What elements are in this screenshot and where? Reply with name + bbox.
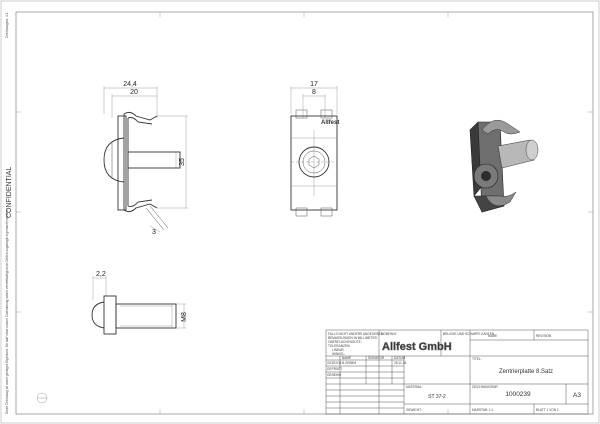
col-head-date: DATUM (394, 356, 405, 360)
role-approved: GENEHM. (327, 373, 342, 377)
bottom-view: 2,2 M8 (91, 271, 188, 335)
dim-width-outer: 24,4 (123, 81, 137, 88)
dim-width-inner: 20 (130, 89, 138, 96)
side-view: 24,4 20 35 3 (103, 81, 188, 236)
note-line-6: WINKEL: (332, 352, 345, 356)
col-head-name: NAME (342, 356, 351, 360)
drawing-no-label: ZEICHNUNGSNR. (472, 385, 499, 389)
role-checked: GEPRÜFT (327, 367, 342, 371)
revision-label: REVISION (536, 334, 552, 338)
brand-label: Allfest (321, 120, 339, 126)
dim-height: 35 (179, 158, 186, 166)
name-label: NAME (488, 334, 497, 338)
weight-label: GEWICHT: (406, 408, 422, 412)
note-line-2: BEMASSUNGEN IN MILLIMETER (328, 336, 378, 340)
title-label: TITEL: (472, 357, 482, 361)
top-left-note: Zeichnungsnr. 4.1 (5, 12, 9, 38)
title-block-notes: FALLS NICHT ANDERS ANGEGEBEN: BEMASSUNGE… (328, 332, 384, 356)
dim-front-width-inner: 8 (312, 89, 316, 96)
drawn-by: B.GRIMM (342, 361, 356, 365)
dim-angle: 3 (152, 229, 156, 236)
company-name: Allfest GmbH (382, 341, 452, 353)
title-block (325, 329, 589, 415)
dim-front-width-outer: 17 (310, 81, 318, 88)
scale-label: MASSTAB: 1:1 (472, 408, 493, 412)
finish-label: BRUCHE UND SCHARFE KANTEN (443, 332, 495, 336)
note-line-3: OBERFLÄCHENGÜTE: (328, 340, 362, 344)
dim-bottom-offset: 2,2 (96, 271, 106, 278)
role-drawn: GEZEICH. (327, 361, 342, 365)
col-head-signature: SIGNATUR (368, 356, 385, 360)
corner-logo-mark (36, 392, 48, 404)
front-view: 17 8 Allfest (290, 81, 339, 217)
drawing-title: Zentrierplatte 8.Satz (499, 369, 553, 375)
dim-thread: M8 (181, 312, 188, 322)
drawing-frame (15, 11, 594, 415)
material-value: ST 37-2 (428, 394, 446, 400)
note-line-4: TOLERANZEN: (328, 344, 350, 348)
drawing-number: 1000239 (505, 391, 531, 398)
note-line-5: LINEAR: (332, 348, 345, 352)
sheet-label: BLATT 1 VON 1 (536, 408, 559, 412)
sheet-size: A3 (573, 392, 581, 399)
material-label: MATERIAL: (406, 385, 423, 389)
bottom-left-note: Diese Zeichnung ist unser geistiges Eige… (5, 209, 9, 414)
confidential-label: CONFIDENTIAL (6, 167, 13, 218)
company-label: COMPANY (381, 332, 398, 336)
zone-ticks (16, 12, 593, 414)
isometric-view (469, 119, 539, 213)
note-line-1: FALLS NICHT ANDERS ANGEGEBEN: (328, 332, 384, 336)
drawn-date: 28.11.18 (394, 361, 406, 365)
